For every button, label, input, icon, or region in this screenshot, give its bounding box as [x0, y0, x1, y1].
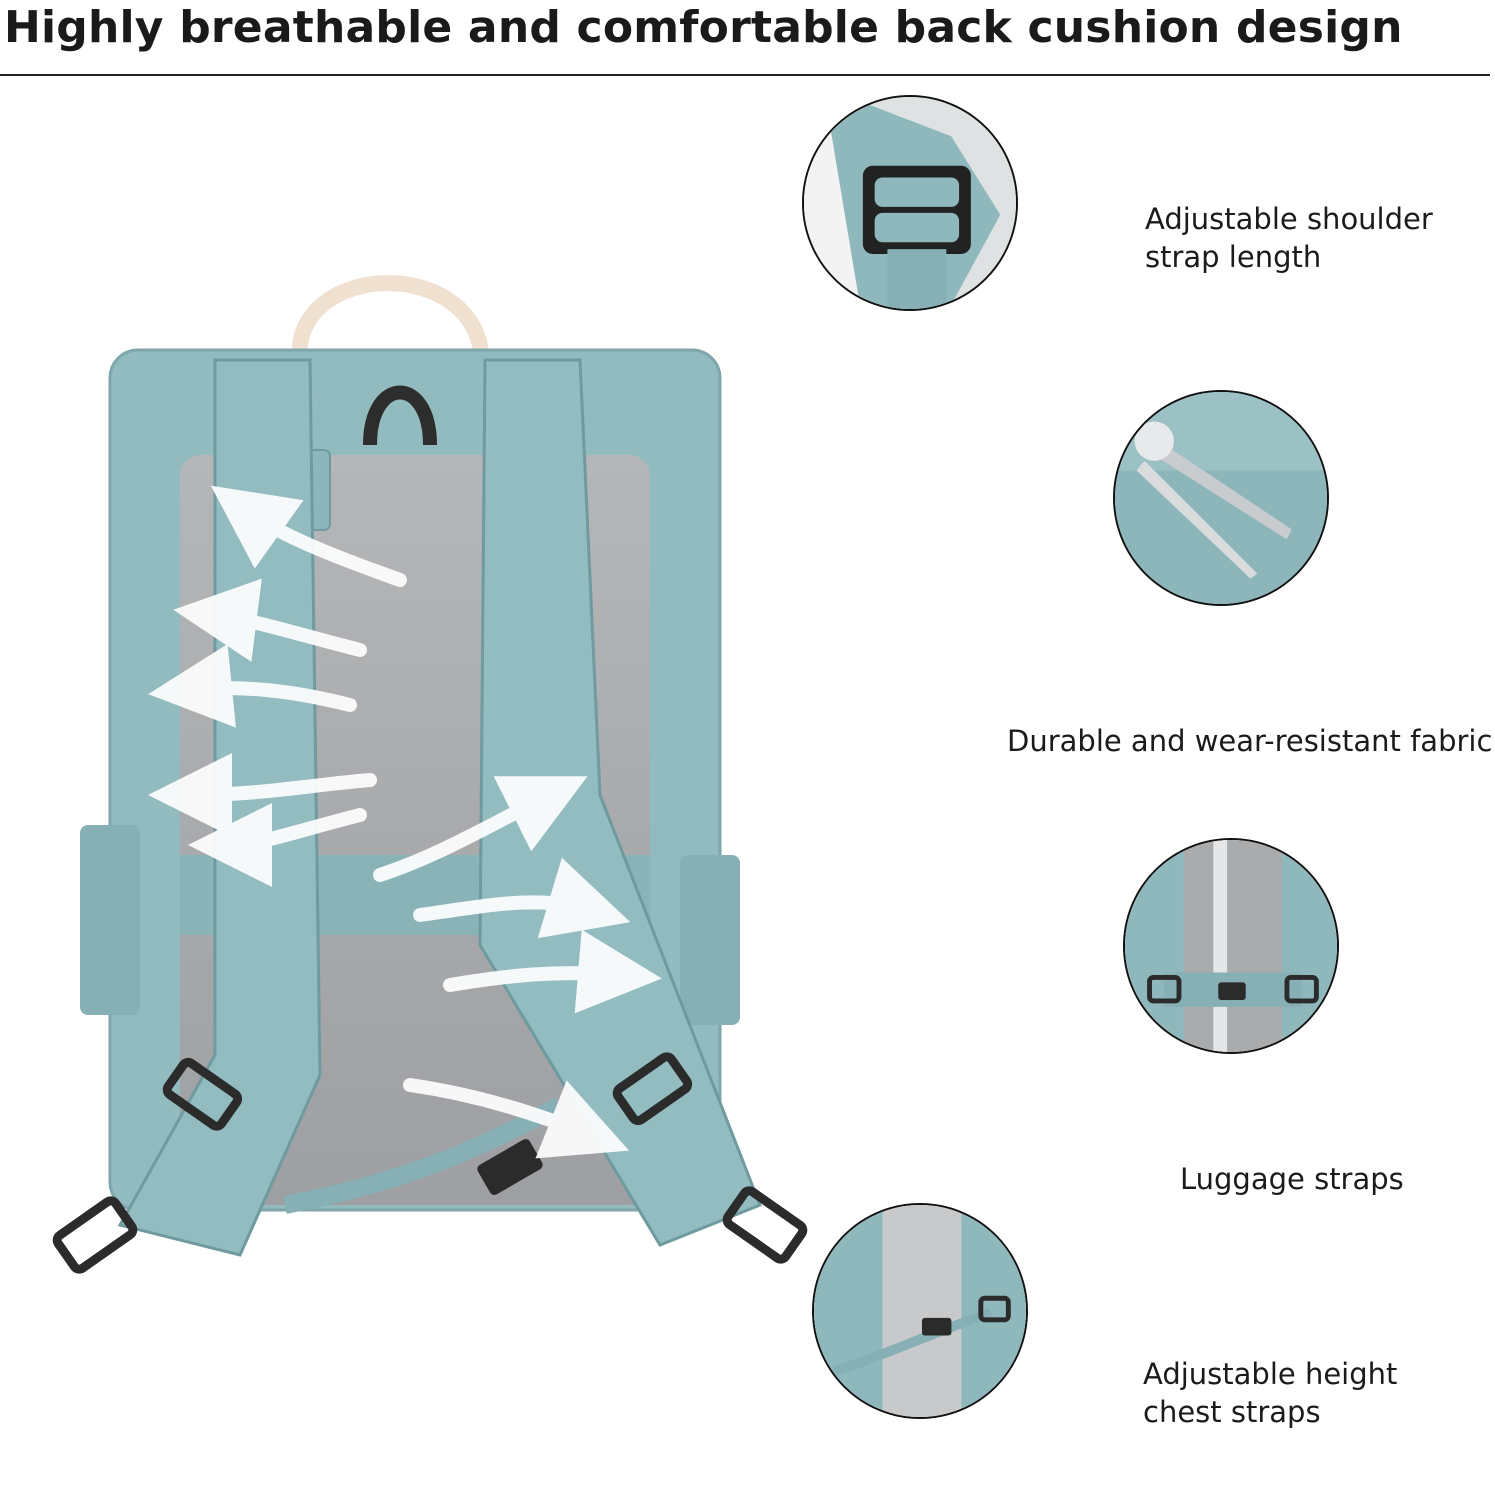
caption-shoulder-strap-line1: Adjustable shoulder	[1145, 202, 1433, 236]
title-divider	[0, 74, 1490, 76]
caption-chest-strap-line1: Adjustable height	[1143, 1357, 1398, 1391]
luggage-strap-detail-image	[1123, 838, 1339, 1054]
backpack-back-illustration	[52, 275, 808, 1274]
shoulder-strap-detail-image	[802, 95, 1018, 311]
fabric-detail-image	[1113, 390, 1329, 606]
caption-luggage-straps: Luggage straps	[1180, 1162, 1404, 1196]
caption-shoulder-strap-line2: strap length	[1145, 240, 1322, 274]
caption-chest-strap-line2: chest straps	[1143, 1395, 1321, 1429]
caption-fabric: Durable and wear-resistant fabric	[1007, 724, 1493, 758]
chest-strap-detail-image	[812, 1203, 1028, 1419]
page-title: Highly breathable and comfortable back c…	[4, 2, 1403, 53]
